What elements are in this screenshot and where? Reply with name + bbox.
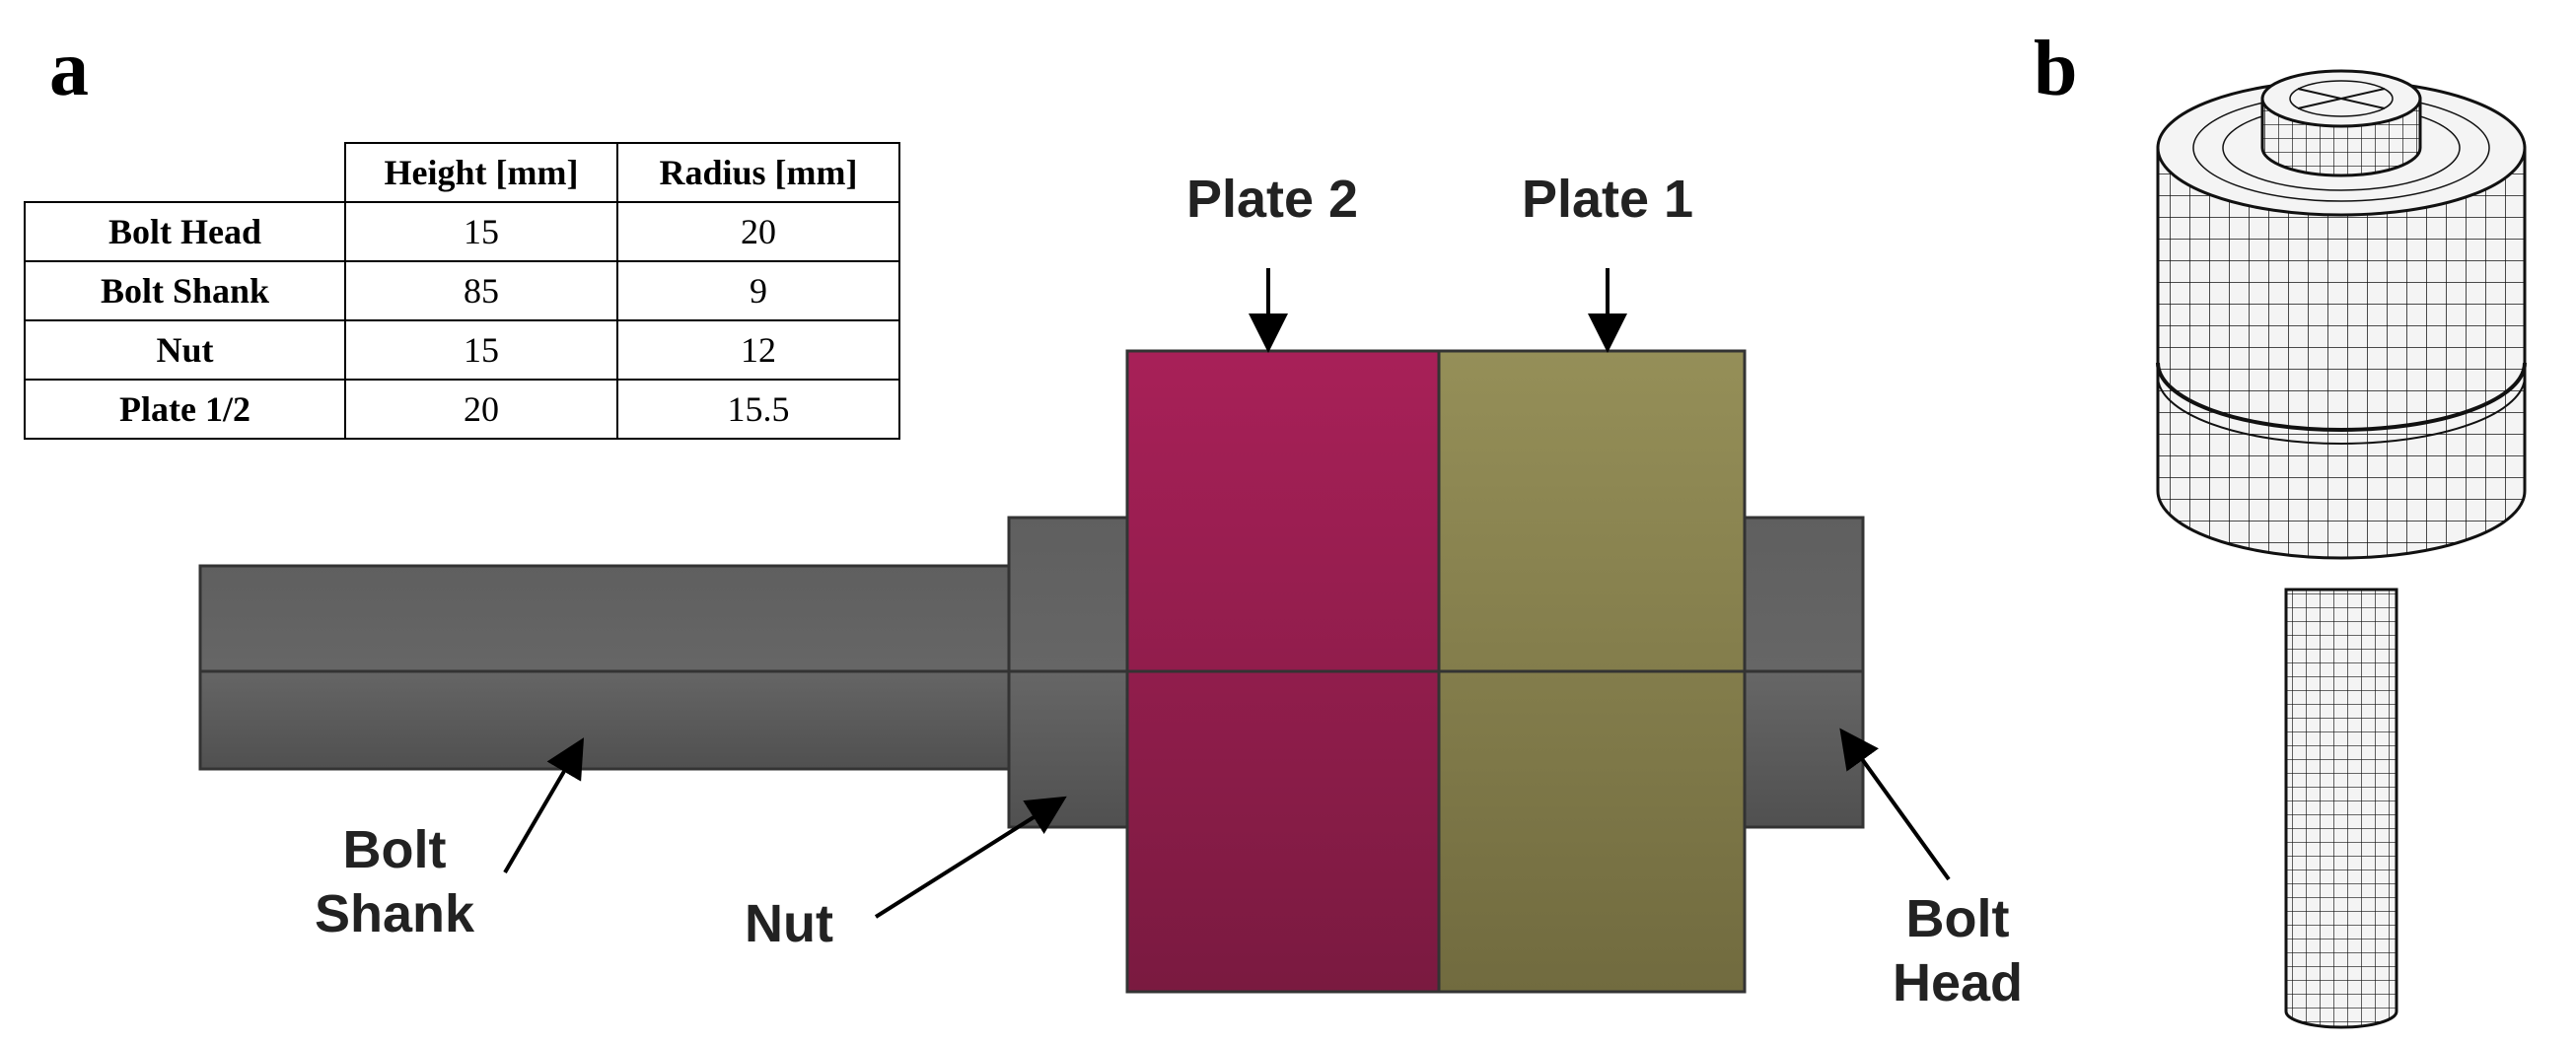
plate-1-label: Plate 1 — [1521, 170, 1694, 229]
bolt-head-label-line1: Bolt — [1905, 889, 2010, 948]
row-height: 15 — [344, 201, 618, 262]
row-radius: 20 — [616, 201, 900, 262]
mesh-head-band — [2156, 362, 2527, 432]
table-corner-cell — [25, 143, 346, 203]
row-radius: 15.5 — [616, 379, 900, 440]
panel-label-a: a — [49, 26, 89, 112]
bolt-head-label-line2: Head — [1892, 952, 2024, 1012]
meshed-bolt-3d — [2156, 69, 2527, 1029]
mesh-shank — [2284, 588, 2398, 1029]
row-height: 85 — [344, 260, 618, 321]
assembly-side-view — [198, 349, 1865, 994]
header-height: Height [mm] — [344, 142, 618, 203]
callout-arrows — [503, 268, 1951, 919]
bolt-shank-label-line1: Bolt — [342, 820, 447, 879]
nut-arrow — [874, 796, 1067, 919]
mesh-head-side — [2156, 146, 2527, 560]
table-row: Bolt Shank 85 9 — [24, 260, 900, 321]
mesh-nub-top-ring — [2289, 80, 2394, 117]
row-name: Nut — [24, 319, 346, 381]
table-header-row: Height [mm] Radius [mm] — [25, 142, 900, 203]
bolt-head-arrow — [1839, 728, 1951, 881]
bolt-shank-label: Bolt Shank — [286, 818, 503, 946]
nut-label: Nut — [745, 894, 833, 953]
header-radius: Radius [mm] — [616, 142, 900, 203]
row-name: Bolt Shank — [24, 260, 346, 321]
mesh-head-band — [2157, 376, 2526, 445]
bolt-shank-label-line2: Shank — [314, 883, 475, 943]
row-name: Bolt Head — [24, 201, 346, 262]
dimensions-table: Height [mm] Radius [mm] Bolt Head 15 20 … — [24, 142, 900, 440]
panel-label-b: b — [2034, 26, 2078, 112]
row-radius: 12 — [616, 319, 900, 381]
table-row: Bolt Head 15 20 — [24, 201, 900, 262]
row-height: 15 — [344, 319, 618, 381]
plate-2-label: Plate 2 — [1185, 170, 1359, 229]
bolt-shank-arrow — [503, 737, 585, 874]
row-name: Plate 1/2 — [24, 379, 346, 440]
bolt-head-label: Bolt Head — [1859, 887, 2056, 1015]
table-row: Nut 15 12 — [24, 319, 900, 381]
bolt-shank-shape — [198, 564, 1011, 771]
row-height: 20 — [344, 379, 618, 440]
row-radius: 9 — [616, 260, 900, 321]
table-row: Plate 1/2 20 15.5 — [24, 379, 900, 440]
mesh-nub-cross — [2297, 88, 2386, 109]
